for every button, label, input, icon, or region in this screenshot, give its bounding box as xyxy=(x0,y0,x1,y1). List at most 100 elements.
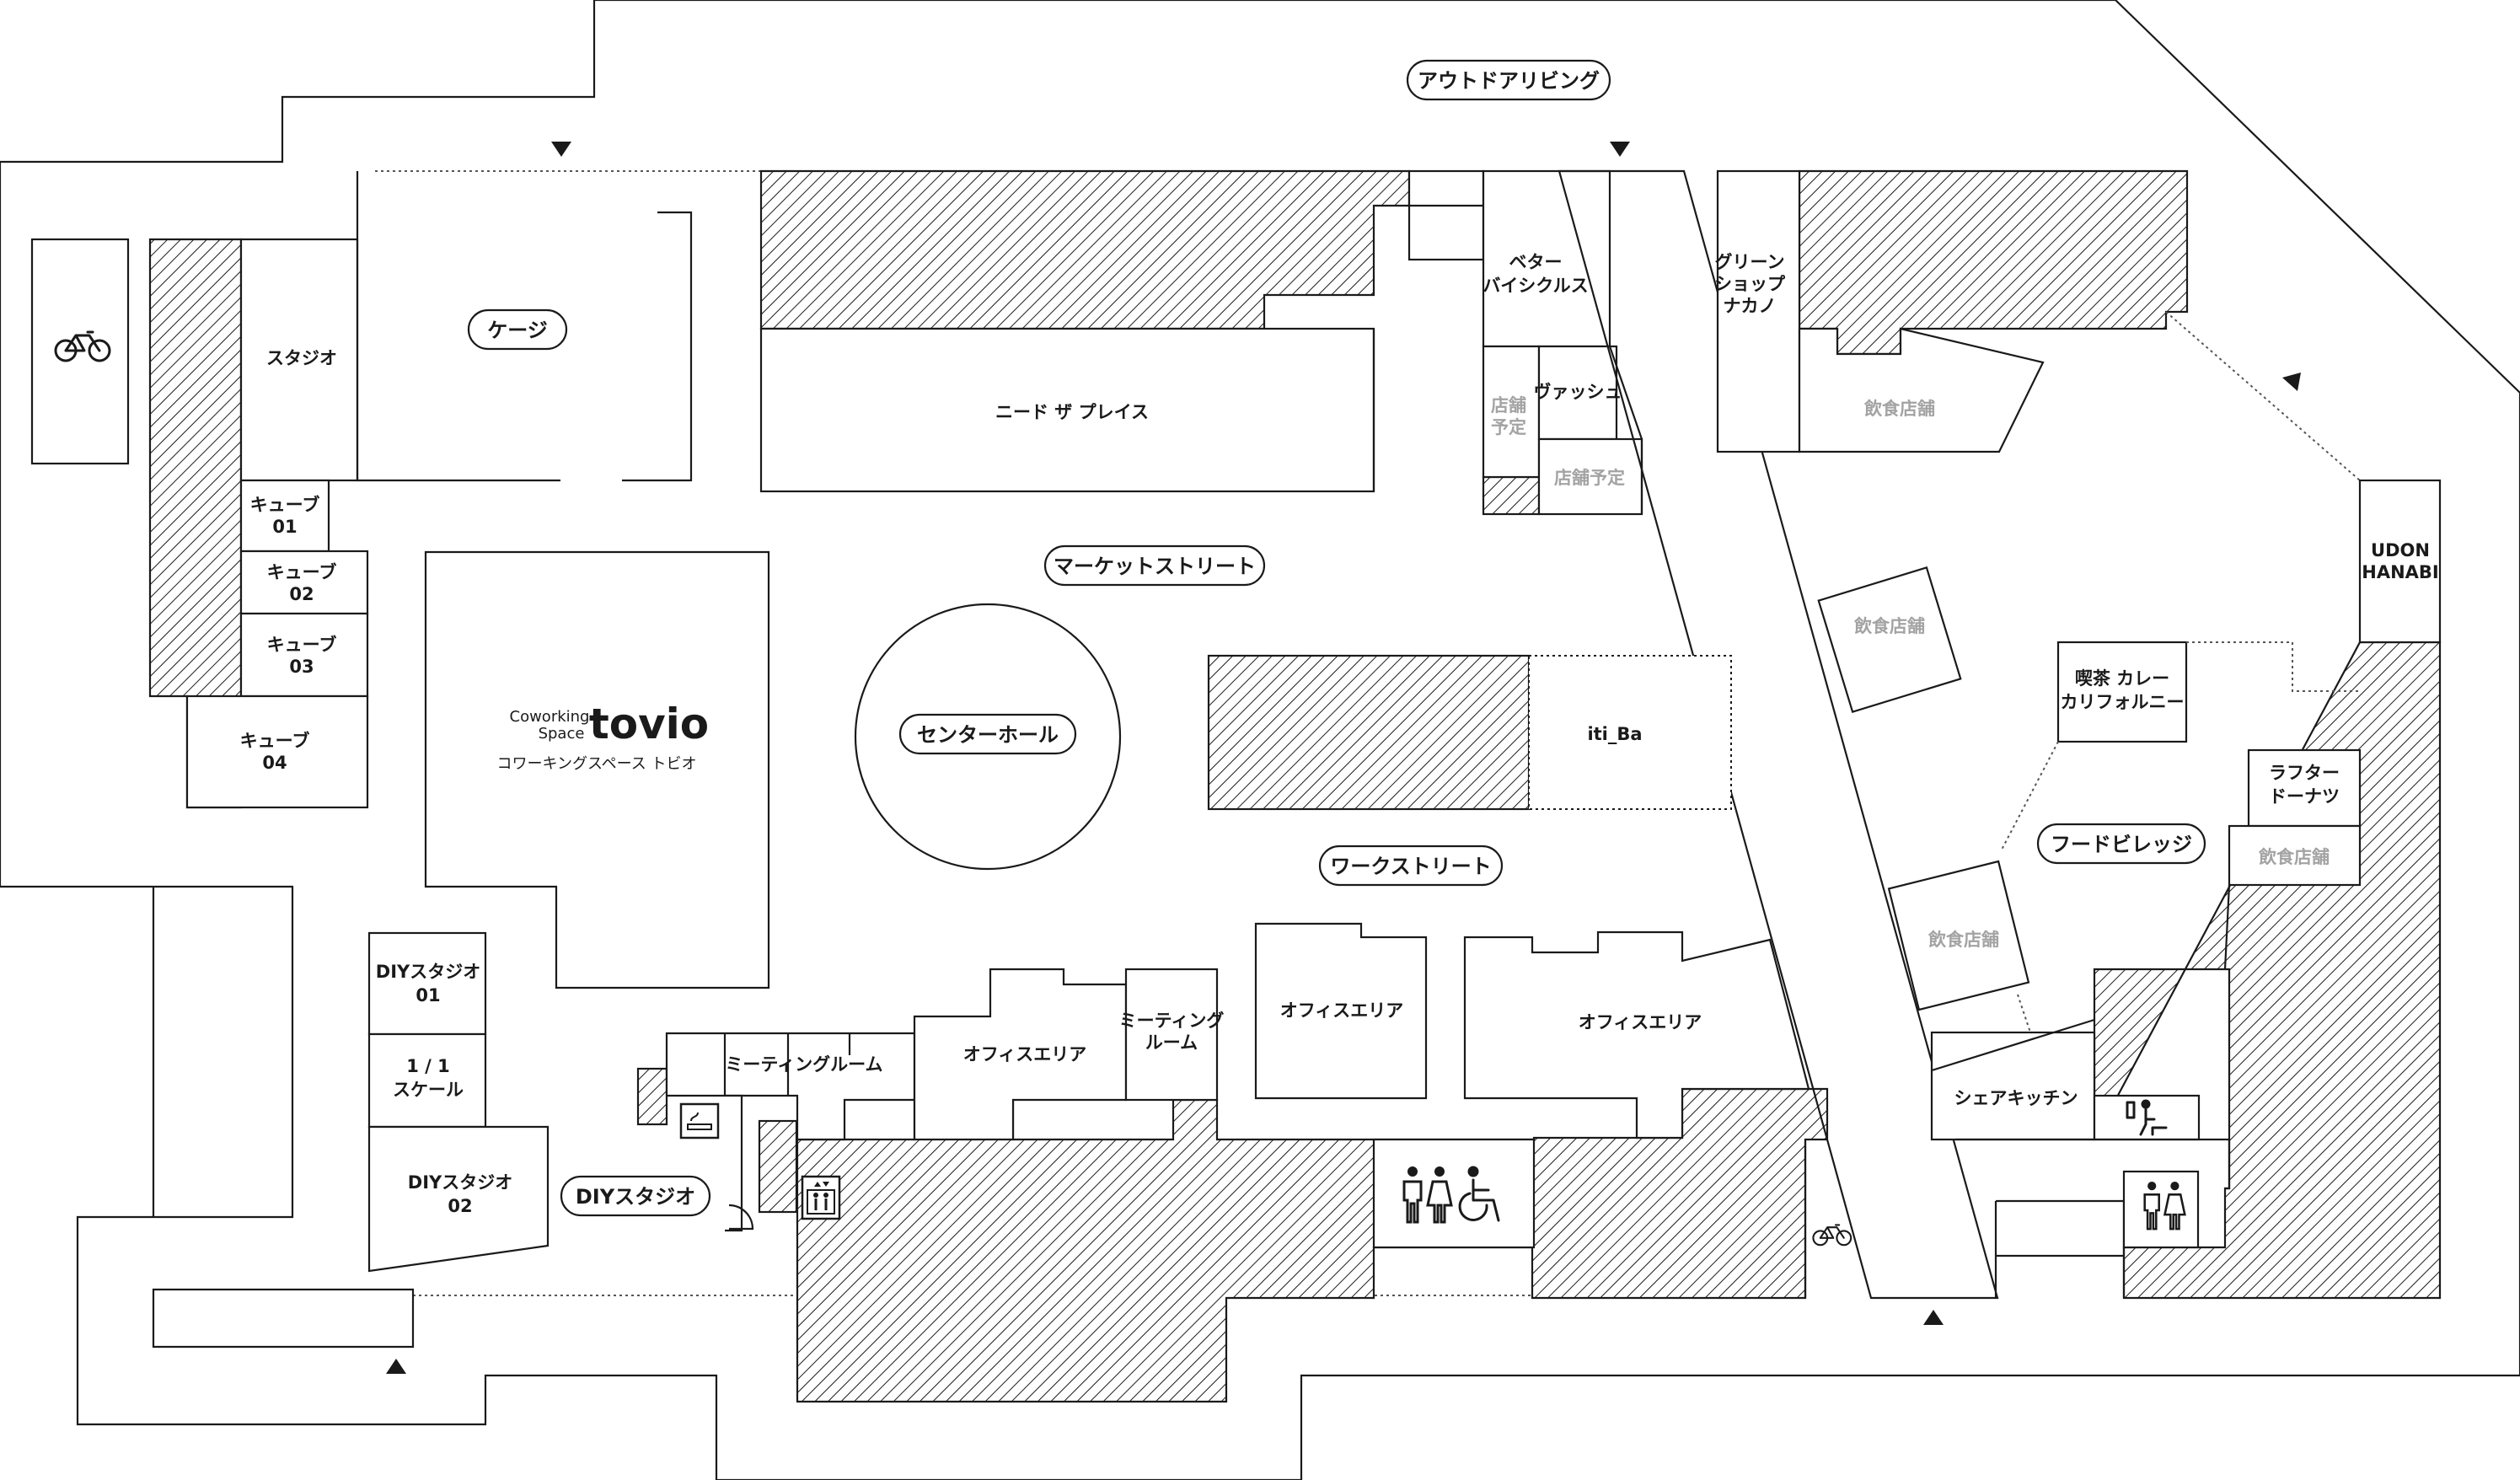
restroom-icon xyxy=(1402,1166,1453,1224)
outdoor-living-label: アウトドアリビング xyxy=(1418,69,1600,93)
office-area-1-label: オフィスエリア xyxy=(963,1044,1087,1064)
better-bicycles-label: ベター xyxy=(1509,252,1563,272)
cube-04-room[interactable] xyxy=(185,694,369,809)
udon-hanabi-label-2: HANABI xyxy=(2362,562,2438,582)
laughter-donuts-label: ラフター xyxy=(2269,763,2340,783)
office-area-2-label: オフィスエリア xyxy=(1280,1000,1404,1021)
share-kitchen-label: シェアキッチン xyxy=(1954,1088,2078,1108)
cage-pill xyxy=(467,308,568,351)
office-area-3-room[interactable] xyxy=(1463,930,1810,1139)
hatched-elevator-shaft xyxy=(758,1119,798,1214)
cube-03-room[interactable] xyxy=(239,612,369,698)
udon-hanabi-label: UDON xyxy=(2371,540,2430,560)
elevator-icon xyxy=(801,1175,841,1220)
meeting-room-2-label: ミーティング xyxy=(1119,1011,1225,1031)
entrance-arrow-icon xyxy=(2282,373,2301,391)
scale-label-2: スケール xyxy=(393,1080,464,1100)
coworking-logo: tovio xyxy=(589,700,709,748)
food-village-label: フードビレッジ xyxy=(2051,833,2192,856)
cube-02-label: キューブ xyxy=(267,562,337,582)
itiba-room[interactable] xyxy=(1528,655,1732,810)
meeting-room-2[interactable] xyxy=(1124,968,1219,1102)
diy-studio-02-room[interactable] xyxy=(367,1125,550,1273)
cube-01-number: 01 xyxy=(272,517,297,537)
diy-studio-label: DIYスタジオ xyxy=(576,1185,695,1209)
diy-studio-pill xyxy=(560,1175,711,1217)
scale-label: 1 / 1 xyxy=(406,1056,450,1076)
cage-room[interactable] xyxy=(356,171,693,482)
outdoor-living-pill xyxy=(1406,59,1611,101)
store-planned-2-label: 店舗予定 xyxy=(1554,468,1625,488)
store-planned-2-room[interactable] xyxy=(1537,437,1643,516)
store-planned-1-room[interactable] xyxy=(1482,345,1541,479)
green-shop-label: グリーン xyxy=(1715,252,1785,272)
need-the-place-room[interactable] xyxy=(759,327,1375,493)
store-planned-1-label-2: 予定 xyxy=(1491,417,1526,437)
smoking-area-room[interactable] xyxy=(725,1094,743,1232)
studio-room[interactable] xyxy=(239,238,359,482)
center-hall-pill xyxy=(898,713,1077,755)
hatched-iti-block xyxy=(1207,654,1531,811)
nursing-room-icon xyxy=(2126,1099,2168,1136)
laughter-donuts-room[interactable] xyxy=(2247,748,2362,828)
restroom-icon xyxy=(2143,1182,2186,1231)
work-street-label: ワークストリート xyxy=(1330,855,1491,878)
entrance-arrow-icon xyxy=(1610,142,1630,157)
small-room-top xyxy=(1407,169,1485,261)
market-street-pill xyxy=(1043,544,1266,587)
market-street-label: マーケットストリート xyxy=(1054,555,1256,578)
kissa-curry-label-2: カリフォルニー xyxy=(2061,692,2185,712)
vasshu-label: ヴァッシュ xyxy=(1534,382,1622,402)
meeting-room-2-label-2: ルーム xyxy=(1145,1032,1198,1053)
better-bicycles-label-2: バイシクルス xyxy=(1483,276,1588,296)
cube-03-label: キューブ xyxy=(267,635,337,655)
diy-studio-02-number: 02 xyxy=(448,1196,472,1216)
smoking-area-icon xyxy=(679,1102,720,1139)
kissa-curry-label: 喫茶 カレー xyxy=(2075,668,2169,689)
vasshu-room[interactable] xyxy=(1537,345,1618,441)
bicycle-icon xyxy=(1812,1224,1852,1247)
restaurant-2-room[interactable] xyxy=(1817,566,1962,713)
coworking-room[interactable] xyxy=(424,550,770,989)
coworking-en-label: Coworking xyxy=(510,708,590,726)
restaurant-3-bevel xyxy=(2223,884,2231,970)
meeting-room-label: ミーティングルーム xyxy=(725,1054,882,1075)
restaurant-2-label: 飲食店舗 xyxy=(1853,616,1925,636)
wheelchair-icon xyxy=(1458,1166,1500,1222)
cube-02-number: 02 xyxy=(289,584,314,604)
entrance-arrow-icon xyxy=(386,1359,406,1374)
kissa-curry-room[interactable] xyxy=(2056,641,2188,743)
restaurant-3-room[interactable] xyxy=(2228,824,2362,887)
scale-room[interactable] xyxy=(367,1032,487,1129)
share-kitchen-room[interactable] xyxy=(1930,1031,2096,1141)
corridor-left-wall xyxy=(1608,346,1643,514)
cube-01-label: キューブ xyxy=(250,495,320,515)
restaurant-1-room[interactable] xyxy=(1798,327,2045,453)
diy-studio-02-label: DIYスタジオ xyxy=(408,1172,512,1193)
restaurant-4-label: 飲食店舗 xyxy=(1928,930,1999,950)
food-village-pill xyxy=(2036,823,2206,865)
green-shop-label-2: ショップ xyxy=(1714,274,1786,294)
green-shop-label-3: ナカノ xyxy=(1724,296,1777,316)
restaurant-1-label: 飲食店舗 xyxy=(1863,399,1935,419)
work-street-pill xyxy=(1318,845,1504,887)
coworking-en-label-2: Space xyxy=(539,725,585,743)
restroom-center[interactable] xyxy=(1372,1138,1536,1249)
need-the-place-label: ニード ザ プレイス xyxy=(995,402,1149,422)
green-shop-room[interactable] xyxy=(1716,169,1801,453)
diy-studio-01-room[interactable] xyxy=(367,931,487,1036)
store-planned-1-label: 店舗 xyxy=(1491,395,1526,416)
cage-label: ケージ xyxy=(487,319,548,342)
cube-04-label: キューブ xyxy=(240,731,310,751)
restroom-east[interactable] xyxy=(2122,1170,2200,1249)
better-bicycles-room[interactable] xyxy=(1482,169,1611,348)
udon-hanabi-room[interactable] xyxy=(2358,479,2442,644)
hatched-small-left xyxy=(636,1067,668,1126)
restaurant-4-room[interactable] xyxy=(1887,860,2030,1011)
bicycle-parking-icon xyxy=(54,330,111,362)
coworking-kana-label: コワーキングスペース トビオ xyxy=(496,755,696,773)
office-area-2-room[interactable] xyxy=(1254,922,1428,1100)
cube-01-room[interactable] xyxy=(239,479,330,553)
